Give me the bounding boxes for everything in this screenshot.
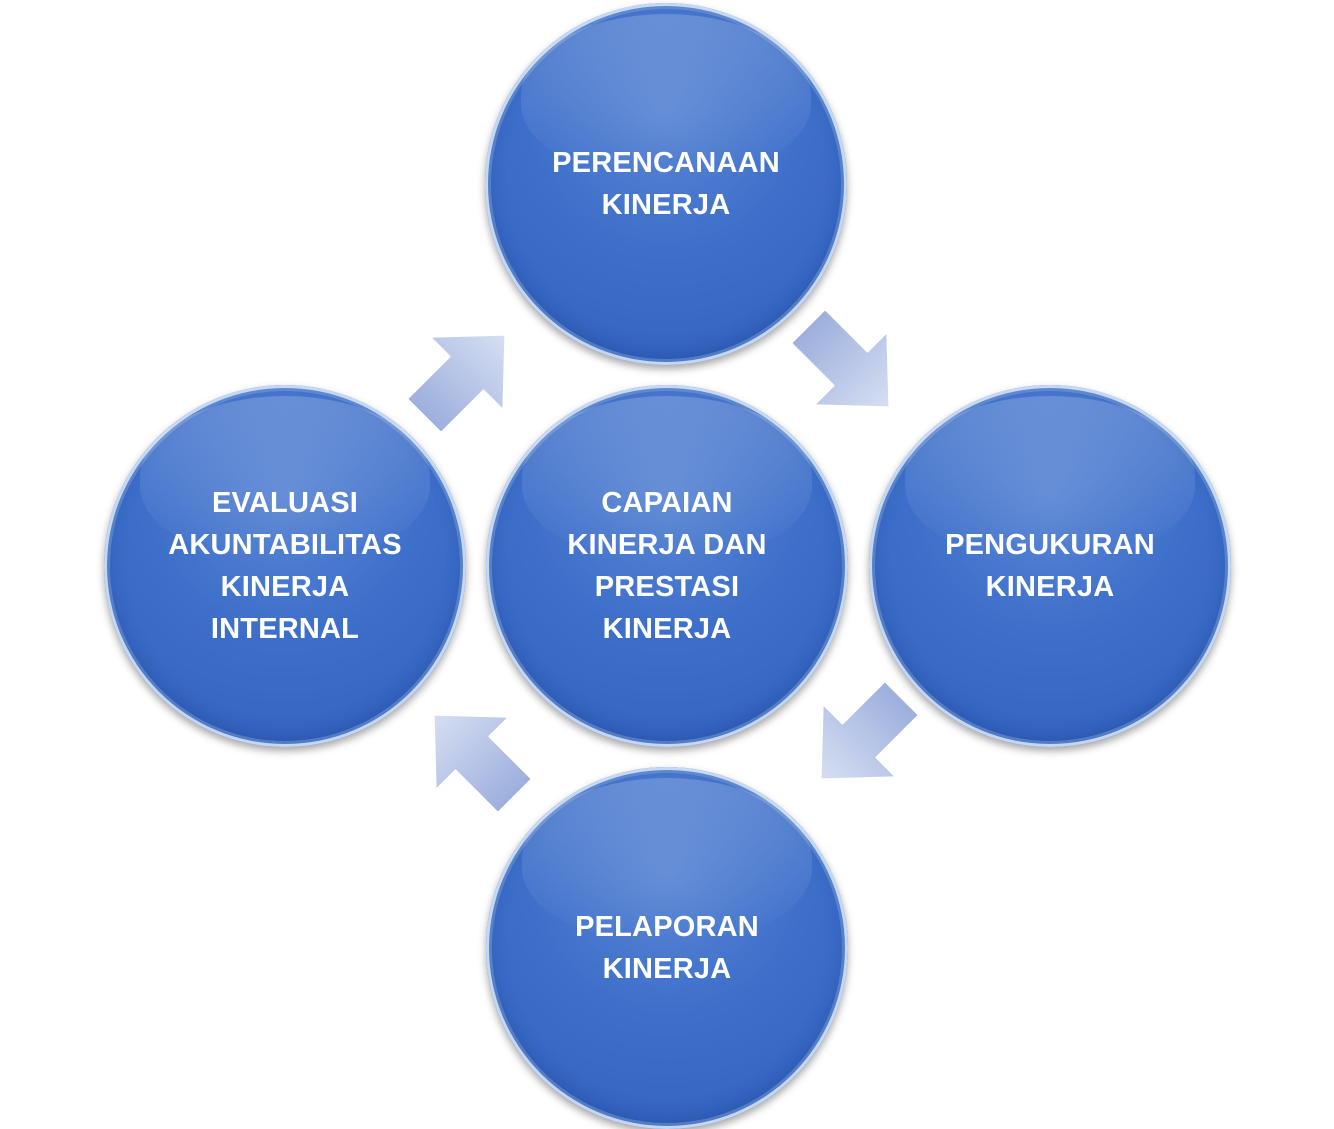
- node-label: PENGUKURAN KINERJA: [945, 529, 1155, 603]
- node-pengukuran-kinerja: PENGUKURAN KINERJA: [869, 385, 1231, 747]
- node-capaian-kinerja: CAPAIAN KINERJA DAN PRESTASI KINERJA: [486, 385, 848, 747]
- arrow-down-left-icon: [819, 680, 920, 781]
- node-label: PERENCANAAN KINERJA: [552, 147, 780, 221]
- arrow-up-left-icon: [432, 713, 533, 814]
- node-label: CAPAIAN KINERJA DAN PRESTASI KINERJA: [567, 487, 767, 645]
- node-pelaporan-kinerja: PELAPORAN KINERJA: [486, 767, 848, 1129]
- arrow-down-right-icon: [790, 308, 891, 409]
- node-label: PELAPORAN KINERJA: [575, 911, 759, 985]
- node-perencanaan-kinerja: PERENCANAAN KINERJA: [485, 3, 847, 365]
- node-evaluasi-akuntabilitas: EVALUASI AKUNTABILITAS KINERJA INTERNAL: [104, 385, 466, 747]
- node-label: EVALUASI AKUNTABILITAS KINERJA INTERNAL: [168, 487, 402, 645]
- arrow-up-right-icon: [406, 333, 507, 434]
